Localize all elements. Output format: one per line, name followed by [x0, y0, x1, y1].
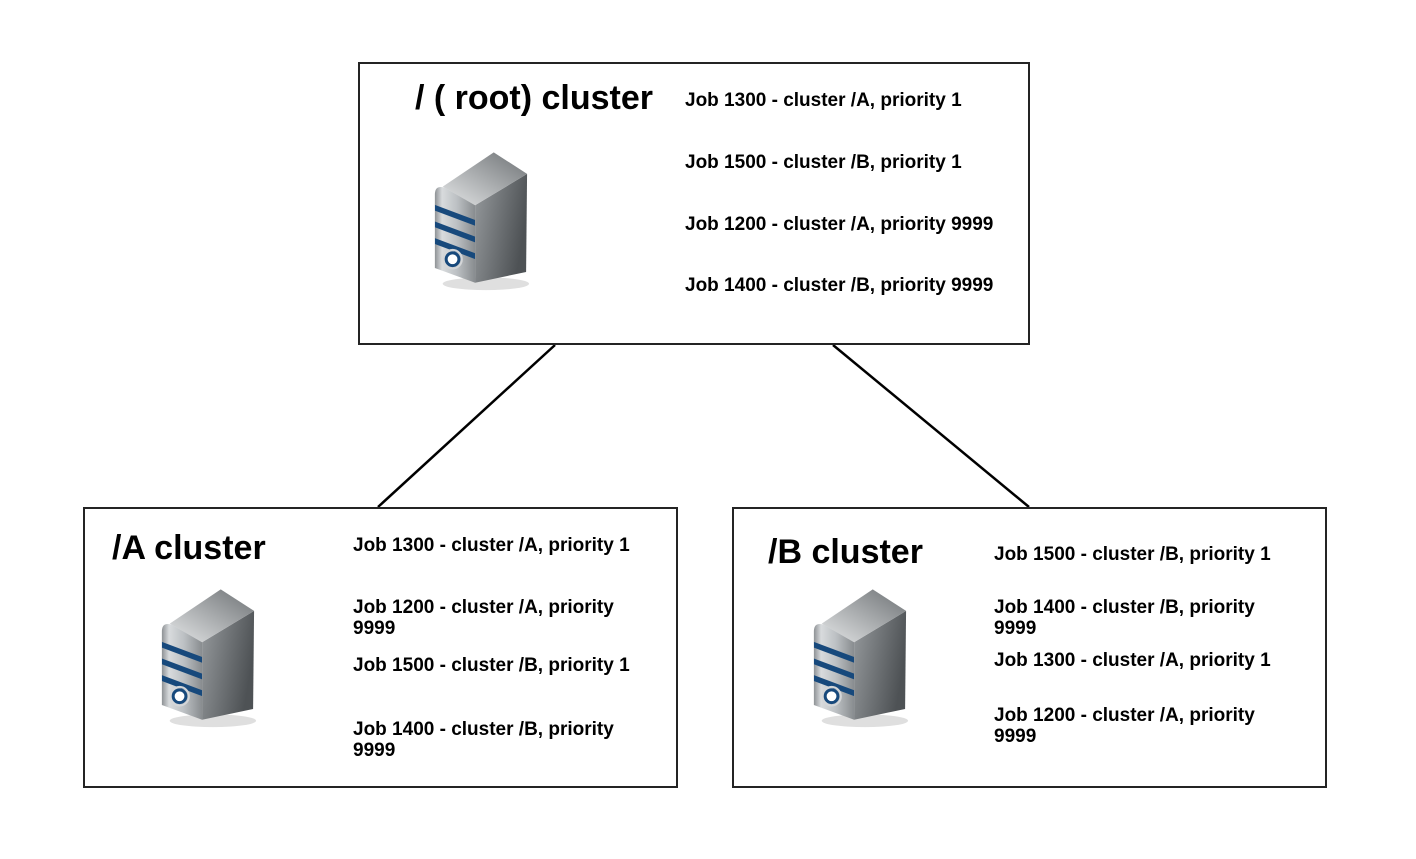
root-cluster-box: / ( root) cluster Job 1300 - cluster /A,…	[358, 62, 1030, 345]
b-cluster-title: /B cluster	[768, 533, 923, 571]
job-item: Job 1300 - cluster /A, priority 1	[685, 90, 962, 111]
job-item: Job 1200 - cluster /A, priority 9999	[685, 214, 994, 235]
job-item: Job 1300 - cluster /A, priority 1	[353, 535, 630, 556]
server-icon	[429, 148, 531, 292]
server-icon	[156, 585, 258, 729]
a-cluster-box: /A cluster Job 1300 - cluster /A, priori…	[83, 507, 678, 788]
job-item: Job 1500 - cluster /B, priority 1	[994, 544, 1271, 565]
job-item: Job 1400 - cluster /B, priority 9999	[994, 597, 1255, 639]
job-item: Job 1200 - cluster /A, priority 9999	[353, 597, 614, 639]
job-item: Job 1300 - cluster /A, priority 1	[994, 650, 1271, 671]
b-cluster-box: /B cluster Job 1500 - cluster /B, priori…	[732, 507, 1327, 788]
connector-root-to-a-cluster	[377, 344, 556, 508]
a-cluster-title: /A cluster	[112, 529, 266, 567]
job-item: Job 1200 - cluster /A, priority 9999	[994, 705, 1255, 747]
job-item: Job 1400 - cluster /B, priority 9999	[685, 275, 994, 296]
job-item: Job 1400 - cluster /B, priority 9999	[353, 719, 614, 761]
root-cluster-title: / ( root) cluster	[415, 79, 654, 117]
server-icon	[808, 585, 910, 729]
connector-root-to-b-cluster	[832, 344, 1030, 508]
job-item: Job 1500 - cluster /B, priority 1	[353, 655, 630, 676]
job-item: Job 1500 - cluster /B, priority 1	[685, 152, 962, 173]
